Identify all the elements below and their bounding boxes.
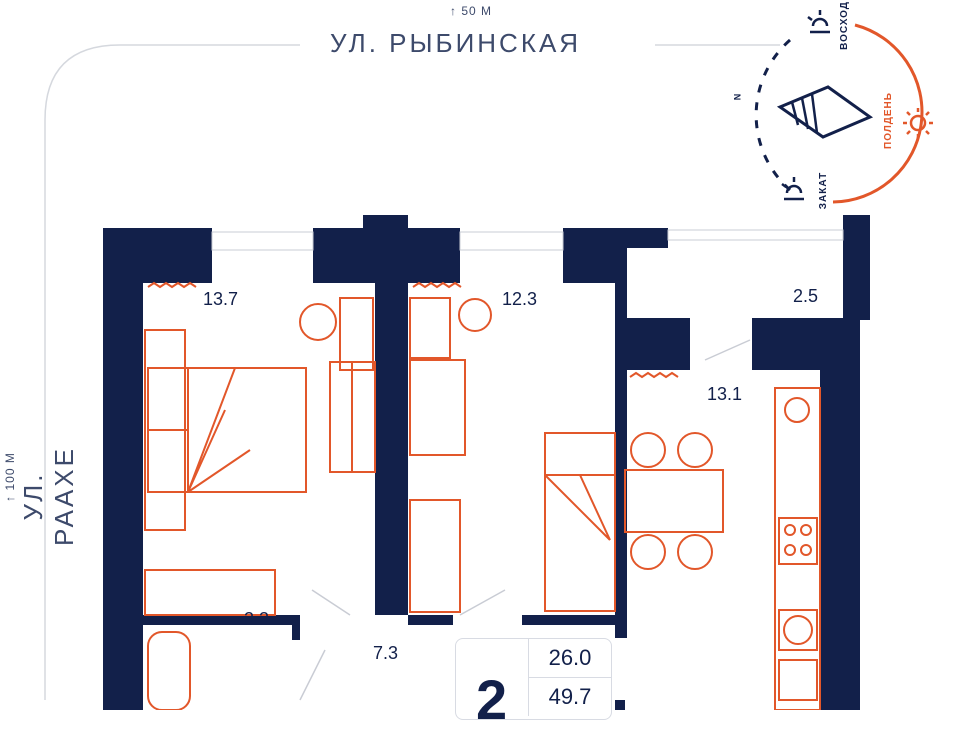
top-street-distance: ↑ 50 М: [450, 4, 493, 18]
wardrobe: [409, 359, 466, 456]
room-area-kitchen: 13.1: [707, 384, 743, 404]
compass-sunset-label: ЗАКАТ: [818, 171, 830, 210]
room-area-bedroom-1: 13.7: [203, 289, 239, 309]
windows: [211, 229, 844, 251]
apartment-summary: 2 26.0 49.7: [455, 638, 612, 731]
left-street-distance: ↑ 100 М: [3, 452, 17, 502]
compass-dashed-arc: [754, 38, 791, 192]
sunrise-icon: [807, 10, 830, 34]
total-area: 49.7: [528, 678, 611, 716]
dining-table: [624, 469, 724, 533]
room-area-bathroom: 3.3: [244, 609, 270, 629]
bathtub: [147, 631, 191, 710]
walls: [103, 215, 870, 710]
compass: [754, 10, 933, 204]
compass-sunrise-label: ВОСХОД: [838, 1, 850, 50]
room-area-hallway: 7.3: [373, 643, 399, 663]
floor-plan: [44, 10, 933, 710]
chair: [458, 298, 492, 332]
sun-noon-icon: [903, 108, 933, 138]
furniture: [144, 281, 821, 710]
compass-noon-label: ПОЛДЕНЬ: [882, 92, 894, 149]
room-area-bedroom-2: 12.3: [502, 289, 538, 309]
room-area-balcony: 2.5: [793, 286, 819, 306]
kitchen-counter: [774, 387, 821, 710]
top-street-name: УЛ. РЫБИНСКАЯ: [330, 28, 582, 58]
left-street-name: УЛ. РААХЕ: [18, 446, 79, 546]
desk: [339, 297, 374, 371]
single-bed: [544, 432, 616, 612]
street-guide-line: [44, 44, 300, 700]
compass-noon-arc: [832, 23, 924, 204]
compass-north-label: N: [732, 93, 743, 101]
shelf: [144, 569, 276, 616]
desk: [409, 297, 451, 359]
rooms-count: 2: [476, 668, 508, 731]
living-area: 26.0: [528, 639, 611, 678]
doors: [299, 339, 751, 701]
chair: [299, 303, 337, 341]
sunset-icon: [781, 177, 804, 201]
